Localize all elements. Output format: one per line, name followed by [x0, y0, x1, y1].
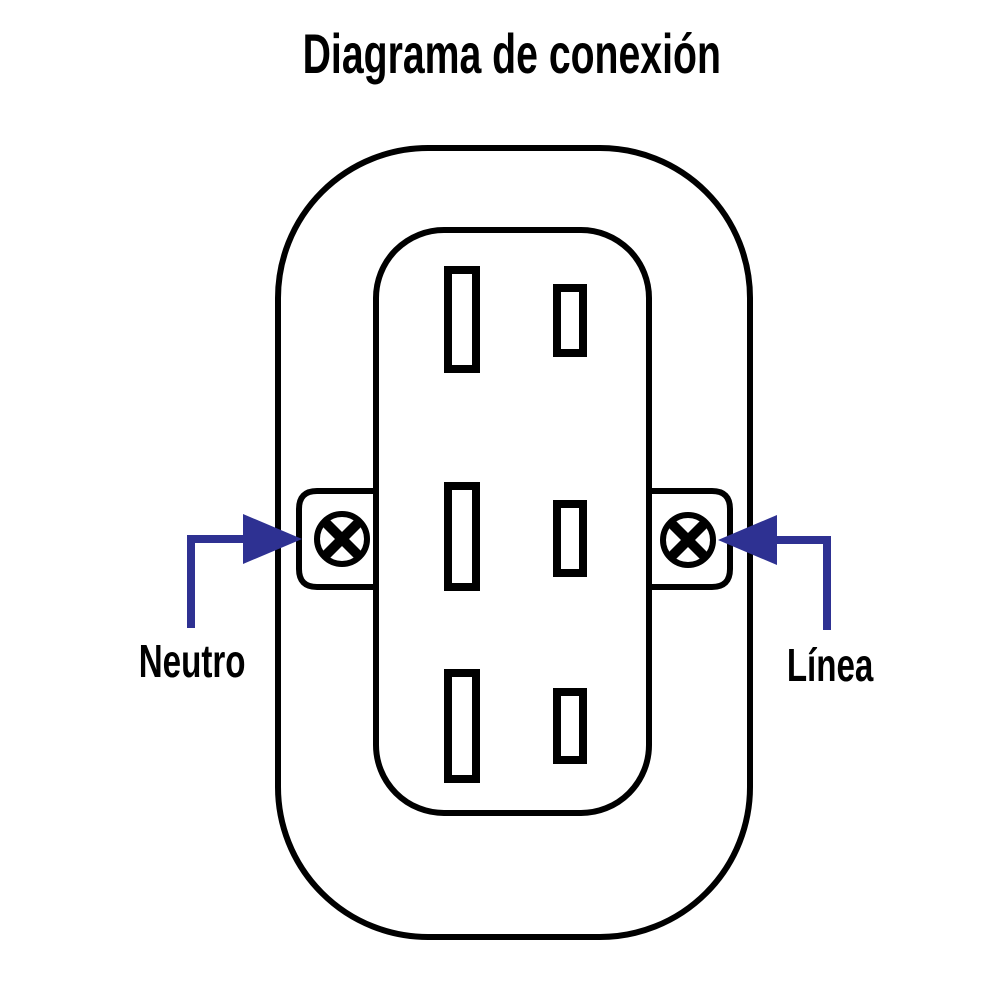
screw-right-icon [660, 512, 716, 568]
neutral-arrowhead-icon [243, 514, 302, 564]
screw-right-cross-stroke-2 [667, 519, 709, 561]
slot-line-middle [553, 500, 587, 577]
screw-left-cross-stroke-2 [321, 518, 363, 560]
slot-neutral-top [444, 266, 480, 373]
slot-neutral-bottom [444, 669, 480, 783]
neutral-label-text: Neutro [138, 635, 246, 687]
diagram-title-text: Diagrama de conexión [302, 22, 722, 85]
neutral-leader-line [187, 535, 246, 628]
line-label: Línea [680, 642, 980, 688]
slot-line-top [553, 284, 587, 357]
line-label-text: Línea [786, 639, 874, 691]
slot-line-bottom [553, 688, 587, 764]
screw-left-icon [314, 511, 370, 567]
line-arrowhead-icon [718, 515, 777, 565]
line-leader-line [774, 536, 831, 630]
neutral-label: Neutro [42, 638, 342, 684]
slot-neutral-middle [444, 482, 480, 591]
outlet-face-outline [373, 227, 652, 816]
diagram-title: Diagrama de conexión [12, 26, 1000, 82]
